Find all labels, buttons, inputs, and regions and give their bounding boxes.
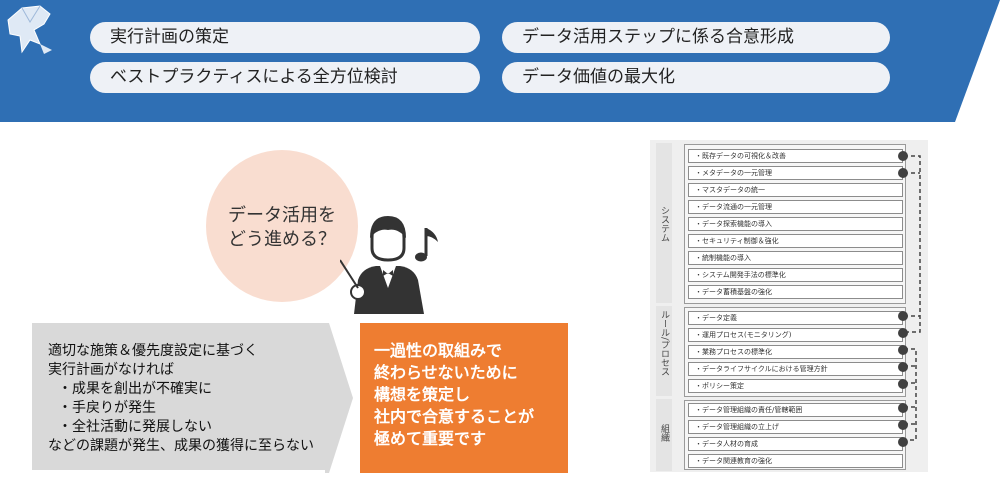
connector-dot [898, 311, 908, 321]
system-item-1: 既存データの可視化＆改善 [688, 149, 903, 163]
connector-dot [898, 345, 908, 355]
group-band-system [656, 143, 672, 303]
group-label-system: システム [656, 206, 672, 245]
connector-dot [898, 437, 908, 447]
issue-line-1: 適切な施策＆優先度設定に基づく [48, 343, 258, 359]
system-item-4: データ流通の一元管理 [688, 200, 903, 214]
group-label-rules-text: ルール/プロセス [659, 310, 669, 377]
banner-shape [0, 0, 1000, 122]
banner-pill-plan: 実行計画の策定 [90, 22, 480, 53]
rules-item-5: ポリシー策定 [688, 379, 903, 393]
question-circle [206, 150, 358, 302]
banner-pill-best-practice: ベストプラクティスによる全方位検討 [90, 62, 480, 93]
connector-dot [898, 151, 908, 161]
issue-bullet-1: 成果を創出が不確実に [48, 380, 328, 399]
banner-pill-value: データ価値の最大化 [502, 62, 890, 93]
system-item-5: データ探索機能の導入 [688, 217, 903, 231]
dolphin-icon [7, 5, 52, 54]
conclusion-line-2: 終わらせないために [374, 363, 518, 382]
issue-line-3: などの課題が発生、成果の獲得に至らない [48, 438, 314, 454]
conductor-icon [340, 216, 438, 314]
system-item-2: メタデータの一元管理 [688, 166, 903, 180]
system-item-8: システム開発手法の標準化 [688, 268, 903, 282]
system-item-6: セキュリティ制御＆強化 [688, 234, 903, 248]
system-item-9: データ蓄積基盤の強化 [688, 285, 903, 299]
org-item-2: データ管理組織の立上げ [688, 420, 903, 434]
connector-dot [898, 168, 908, 178]
connector-dot [898, 420, 908, 430]
system-item-7: 統制機能の導入 [688, 251, 903, 265]
org-item-3: データ人材の育成 [688, 437, 903, 451]
rules-item-3: 業務プロセスの標準化 [688, 345, 903, 359]
connector-dot [898, 403, 908, 413]
group-label-system-text: システム [659, 206, 669, 242]
rules-item-1: データ定義 [688, 311, 903, 325]
group-label-rules: ルール/プロセス [656, 310, 672, 379]
conclusion-line-3: 構想を策定し [374, 385, 471, 404]
conclusion-box [360, 323, 568, 473]
org-item-1: データ管理組織の責任/管轄範囲 [688, 403, 903, 417]
issue-bullet-3: 全社活動に発展しない [48, 418, 328, 437]
header-banner: 実行計画の策定 データ活用ステップに係る合意形成 ベストプラクティスによる全方位… [0, 0, 1000, 122]
connector-dot [898, 328, 908, 338]
question-line-1: データ活用を [228, 205, 336, 226]
question-text: データ活用を どう進める？ [206, 204, 358, 252]
system-item-3: マスタデータの統一 [688, 183, 903, 197]
chevron-arrow-icon [325, 323, 353, 473]
conclusion-line-1: 一過性の取組みで [374, 341, 503, 360]
rules-item-2: 運用プロセス(モニタリング) [688, 328, 903, 342]
issue-bullet-2: 手戻りが発生 [48, 399, 328, 418]
group-label-org-text: 組織 [659, 424, 669, 442]
question-line-2: どう進める？ [228, 229, 336, 250]
conclusion-text: 一過性の取組みで 終わらせないために 構想を策定し 社内で合意することが 極めて… [374, 340, 564, 450]
conclusion-line-5: 極めて重要です [374, 429, 487, 448]
group-label-org: 組織 [656, 424, 672, 445]
rules-item-4: データライフサイクルにおける管理方針 [688, 362, 903, 376]
org-item-4: データ関連教育の強化 [688, 454, 903, 468]
issue-line-2: 実行計画がなければ [48, 362, 174, 378]
banner-pill-consensus: データ活用ステップに係る合意形成 [502, 22, 890, 53]
issue-text: 適切な施策＆優先度設定に基づく 実行計画がなければ 成果を創出が不確実に 手戻り… [48, 342, 328, 456]
group-band-org [656, 399, 672, 471]
group-band-rules [656, 306, 672, 396]
connector-lines [904, 155, 921, 441]
conclusion-line-4: 社内で合意することが [374, 407, 535, 426]
connector-dot [898, 379, 908, 389]
connector-dot [898, 362, 908, 372]
